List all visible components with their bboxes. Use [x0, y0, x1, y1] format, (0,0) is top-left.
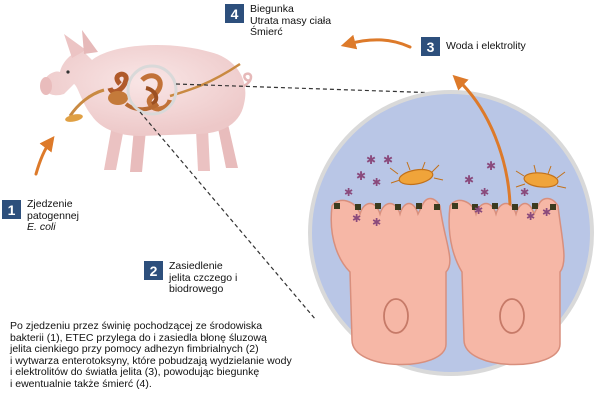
caption-line-2: bakterii (1), ETEC przylega do i zasiedl…: [10, 331, 267, 344]
svg-text:✱: ✱: [526, 210, 535, 223]
caption-line-1: Po zjedzeniu przez świnię pochodzącej ze…: [10, 320, 263, 332]
pig-illustration: [40, 30, 253, 172]
step-1-line-1: Zjedzenie: [27, 198, 73, 210]
svg-text:✱: ✱: [464, 173, 474, 187]
step-2-badge: 2: [144, 261, 163, 280]
caption-line-3: jelita cienkiego przy pomocy adhezyn fim…: [10, 343, 259, 356]
step-2-line-3: biodrowego: [169, 283, 224, 295]
villus-icon: [330, 197, 565, 366]
step-3: 3 Woda i elektrolity: [421, 37, 526, 56]
caption-line-6: i ewentualnie także śmierć (4).: [10, 377, 152, 390]
arrow-icon: [34, 34, 512, 206]
step-3-label: Woda i elektrolity: [446, 39, 526, 53]
svg-text:✱: ✱: [520, 186, 529, 199]
step-2: 2 Zasiedlenie jelita czczego i biodroweg…: [144, 260, 238, 296]
svg-text:✱: ✱: [366, 153, 376, 167]
step-4-line-3: Śmierć: [250, 26, 283, 38]
bacterium-icon: [389, 161, 567, 189]
toxin-icon: ✱ ✱ ✱ ✱ ✱ ✱ ✱ ✱ ✱ ✱ ✱ ✱ ✱ ✱: [344, 153, 551, 229]
step-4-badge: 4: [225, 4, 244, 23]
step-4-label: Biegunka Utrata masy ciała Śmierć: [250, 3, 332, 39]
svg-text:✱: ✱: [542, 206, 551, 219]
step-1-line-2: patogennej: [27, 209, 79, 222]
svg-text:✱: ✱: [383, 153, 393, 167]
step-2-line-1: Zasiedlenie: [169, 260, 223, 272]
svg-text:✱: ✱: [474, 204, 483, 217]
step-4-line-1: Biegunka: [250, 3, 294, 15]
svg-text:✱: ✱: [486, 159, 496, 173]
step-4: 4 Biegunka Utrata masy ciała Śmierć: [225, 3, 332, 39]
diagram-caption: Po zjedzeniu przez świnię pochodzącej ze…: [10, 320, 350, 391]
zoom-ring: [126, 64, 178, 116]
svg-text:✱: ✱: [352, 212, 361, 225]
magnified-view: ✱ ✱ ✱ ✱ ✱ ✱ ✱ ✱ ✱ ✱ ✱ ✱ ✱ ✱: [308, 90, 594, 376]
step-3-badge: 3: [421, 37, 440, 56]
svg-text:✱: ✱: [344, 186, 353, 199]
svg-text:✱: ✱: [372, 216, 381, 229]
step-1-label: Zjedzenie patogennej E. coli: [27, 198, 79, 234]
adhesion-points: [334, 203, 556, 210]
step-2-line-2: jelita czczego i: [169, 271, 238, 284]
svg-text:✱: ✱: [480, 186, 489, 199]
step-1-badge: 1: [2, 200, 21, 219]
caption-line-4: i wytwarza enterotoksyny, które pobudzaj…: [10, 354, 292, 367]
step-3-line-1: Woda i elektrolity: [446, 39, 526, 52]
zoom-lines: [139, 83, 441, 321]
step-1-line-3: E. coli: [27, 221, 56, 233]
svg-text:✱: ✱: [356, 169, 366, 183]
step-4-line-2: Utrata masy ciała: [250, 14, 332, 27]
caption-line-5: i elektrolitów do światła jelita (3), po…: [10, 366, 260, 379]
step-1: 1 Zjedzenie patogennej E. coli: [2, 198, 79, 234]
svg-text:✱: ✱: [372, 176, 381, 189]
step-2-label: Zasiedlenie jelita czczego i biodrowego: [169, 260, 238, 296]
